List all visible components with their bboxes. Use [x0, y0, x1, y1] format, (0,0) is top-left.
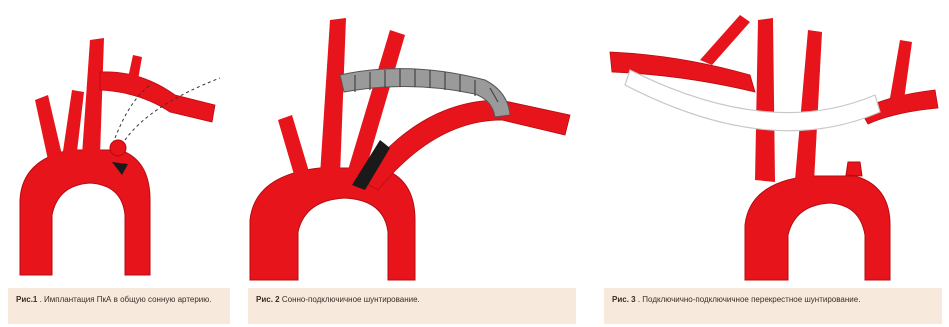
- brachiocephalic-trunk: [755, 18, 775, 182]
- vertebral-branch: [128, 55, 142, 80]
- figure-1-illustration: [0, 0, 235, 290]
- brachiocephalic-trunk: [35, 95, 62, 160]
- aortic-arch: [745, 176, 890, 280]
- figure-1: Рис.1 . Имплантация ПкА в общую сонную а…: [0, 0, 235, 327]
- aortic-arch: [20, 150, 150, 275]
- crossover-graft: [625, 70, 880, 131]
- ligated-stump: [846, 162, 862, 176]
- ligated-stump: [110, 140, 126, 156]
- right-vertebral-branch: [700, 15, 750, 65]
- figure-3: Рис. 3 . Подключично-подключичное перекр…: [590, 0, 949, 327]
- subclavian-artery: [100, 72, 215, 122]
- left-vertebral-branch: [890, 40, 912, 100]
- figure-3-illustration: [590, 0, 949, 290]
- caption-1-text: . Имплантация ПкА в общую сонную артерию…: [40, 295, 212, 304]
- caption-2: Рис. 2 Сонно-подключичное шунтирование.: [248, 288, 576, 324]
- aortic-arch: [250, 168, 415, 280]
- caption-1: Рис.1 . Имплантация ПкА в общую сонную а…: [8, 288, 230, 324]
- figure-2: Рис. 2 Сонно-подключичное шунтирование.: [240, 0, 580, 327]
- figure-2-illustration: [240, 0, 580, 290]
- right-common-carotid: [320, 18, 346, 175]
- brachiocephalic-trunk: [278, 115, 310, 178]
- caption-1-label: Рис.1: [16, 295, 37, 304]
- caption-2-label: Рис. 2: [256, 295, 280, 304]
- caption-3-label: Рис. 3: [612, 295, 636, 304]
- caption-3-text: . Подключично-подключичное перекрестное …: [638, 295, 861, 304]
- caption-2-text: Сонно-подключичное шунтирование.: [282, 295, 420, 304]
- left-common-carotid: [795, 30, 822, 182]
- caption-3: Рис. 3 . Подключично-подключичное перекр…: [604, 288, 942, 324]
- left-common-carotid: [82, 38, 104, 155]
